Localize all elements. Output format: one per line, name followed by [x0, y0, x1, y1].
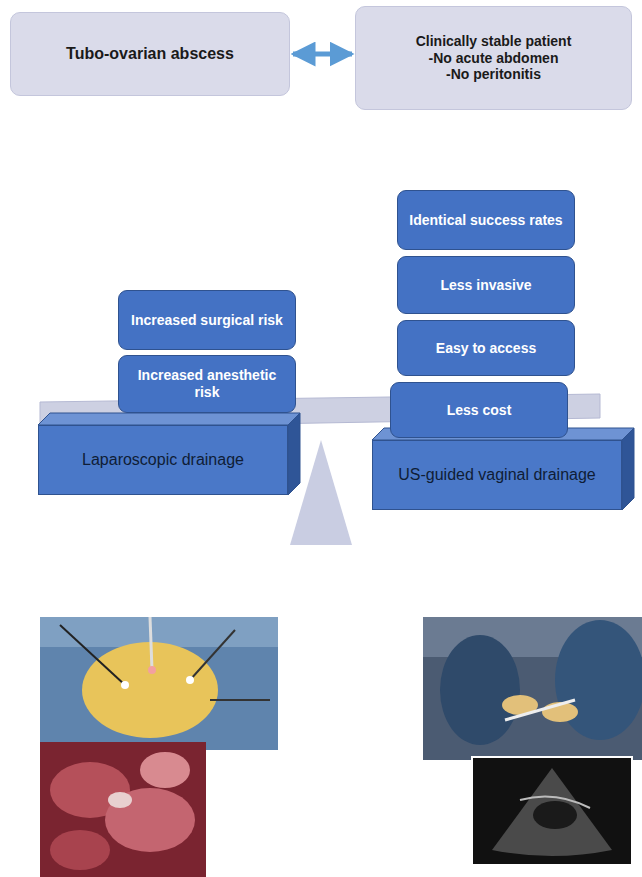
block-top [38, 413, 300, 425]
advantage-box: Less cost [390, 382, 568, 438]
box-text: Easy to access [436, 340, 536, 357]
risk-box: Increased surgical risk [118, 290, 296, 350]
advantage-box: Less invasive [397, 256, 575, 314]
risk-box: Increased anesthetic risk [118, 355, 296, 413]
block-side [288, 413, 300, 495]
method-block: Laparoscopic drainage [38, 425, 288, 495]
procedure-photo [423, 617, 642, 760]
box-text: Less invasive [440, 277, 531, 294]
block-side [622, 428, 634, 510]
box-text: Tubo-ovarian abscess [66, 44, 234, 63]
box-text: Less cost [447, 402, 512, 419]
box-text: US-guided vaginal drainage [398, 465, 595, 484]
double-arrow [293, 52, 352, 57]
condition-box: Tubo-ovarian abscess [10, 12, 290, 96]
box-text: Clinically stable patient [416, 33, 572, 50]
box-text: Identical success rates [409, 212, 562, 229]
advantage-box: Easy to access [397, 320, 575, 376]
laparoscopic-view-photo [40, 742, 206, 877]
ultrasound-image [472, 757, 632, 865]
criteria-box: Clinically stable patient-No acute abdom… [355, 6, 632, 110]
box-text: Increased surgical risk [131, 312, 283, 329]
box-text: -No peritonitis [446, 66, 541, 83]
box-text: Increased anesthetic risk [129, 367, 285, 401]
method-block: US-guided vaginal drainage [372, 440, 622, 510]
box-text: -No acute abdomen [429, 50, 559, 67]
advantage-box: Identical success rates [397, 190, 575, 250]
laparoscopy-photo [40, 617, 278, 750]
box-text: Laparoscopic drainage [82, 450, 244, 469]
